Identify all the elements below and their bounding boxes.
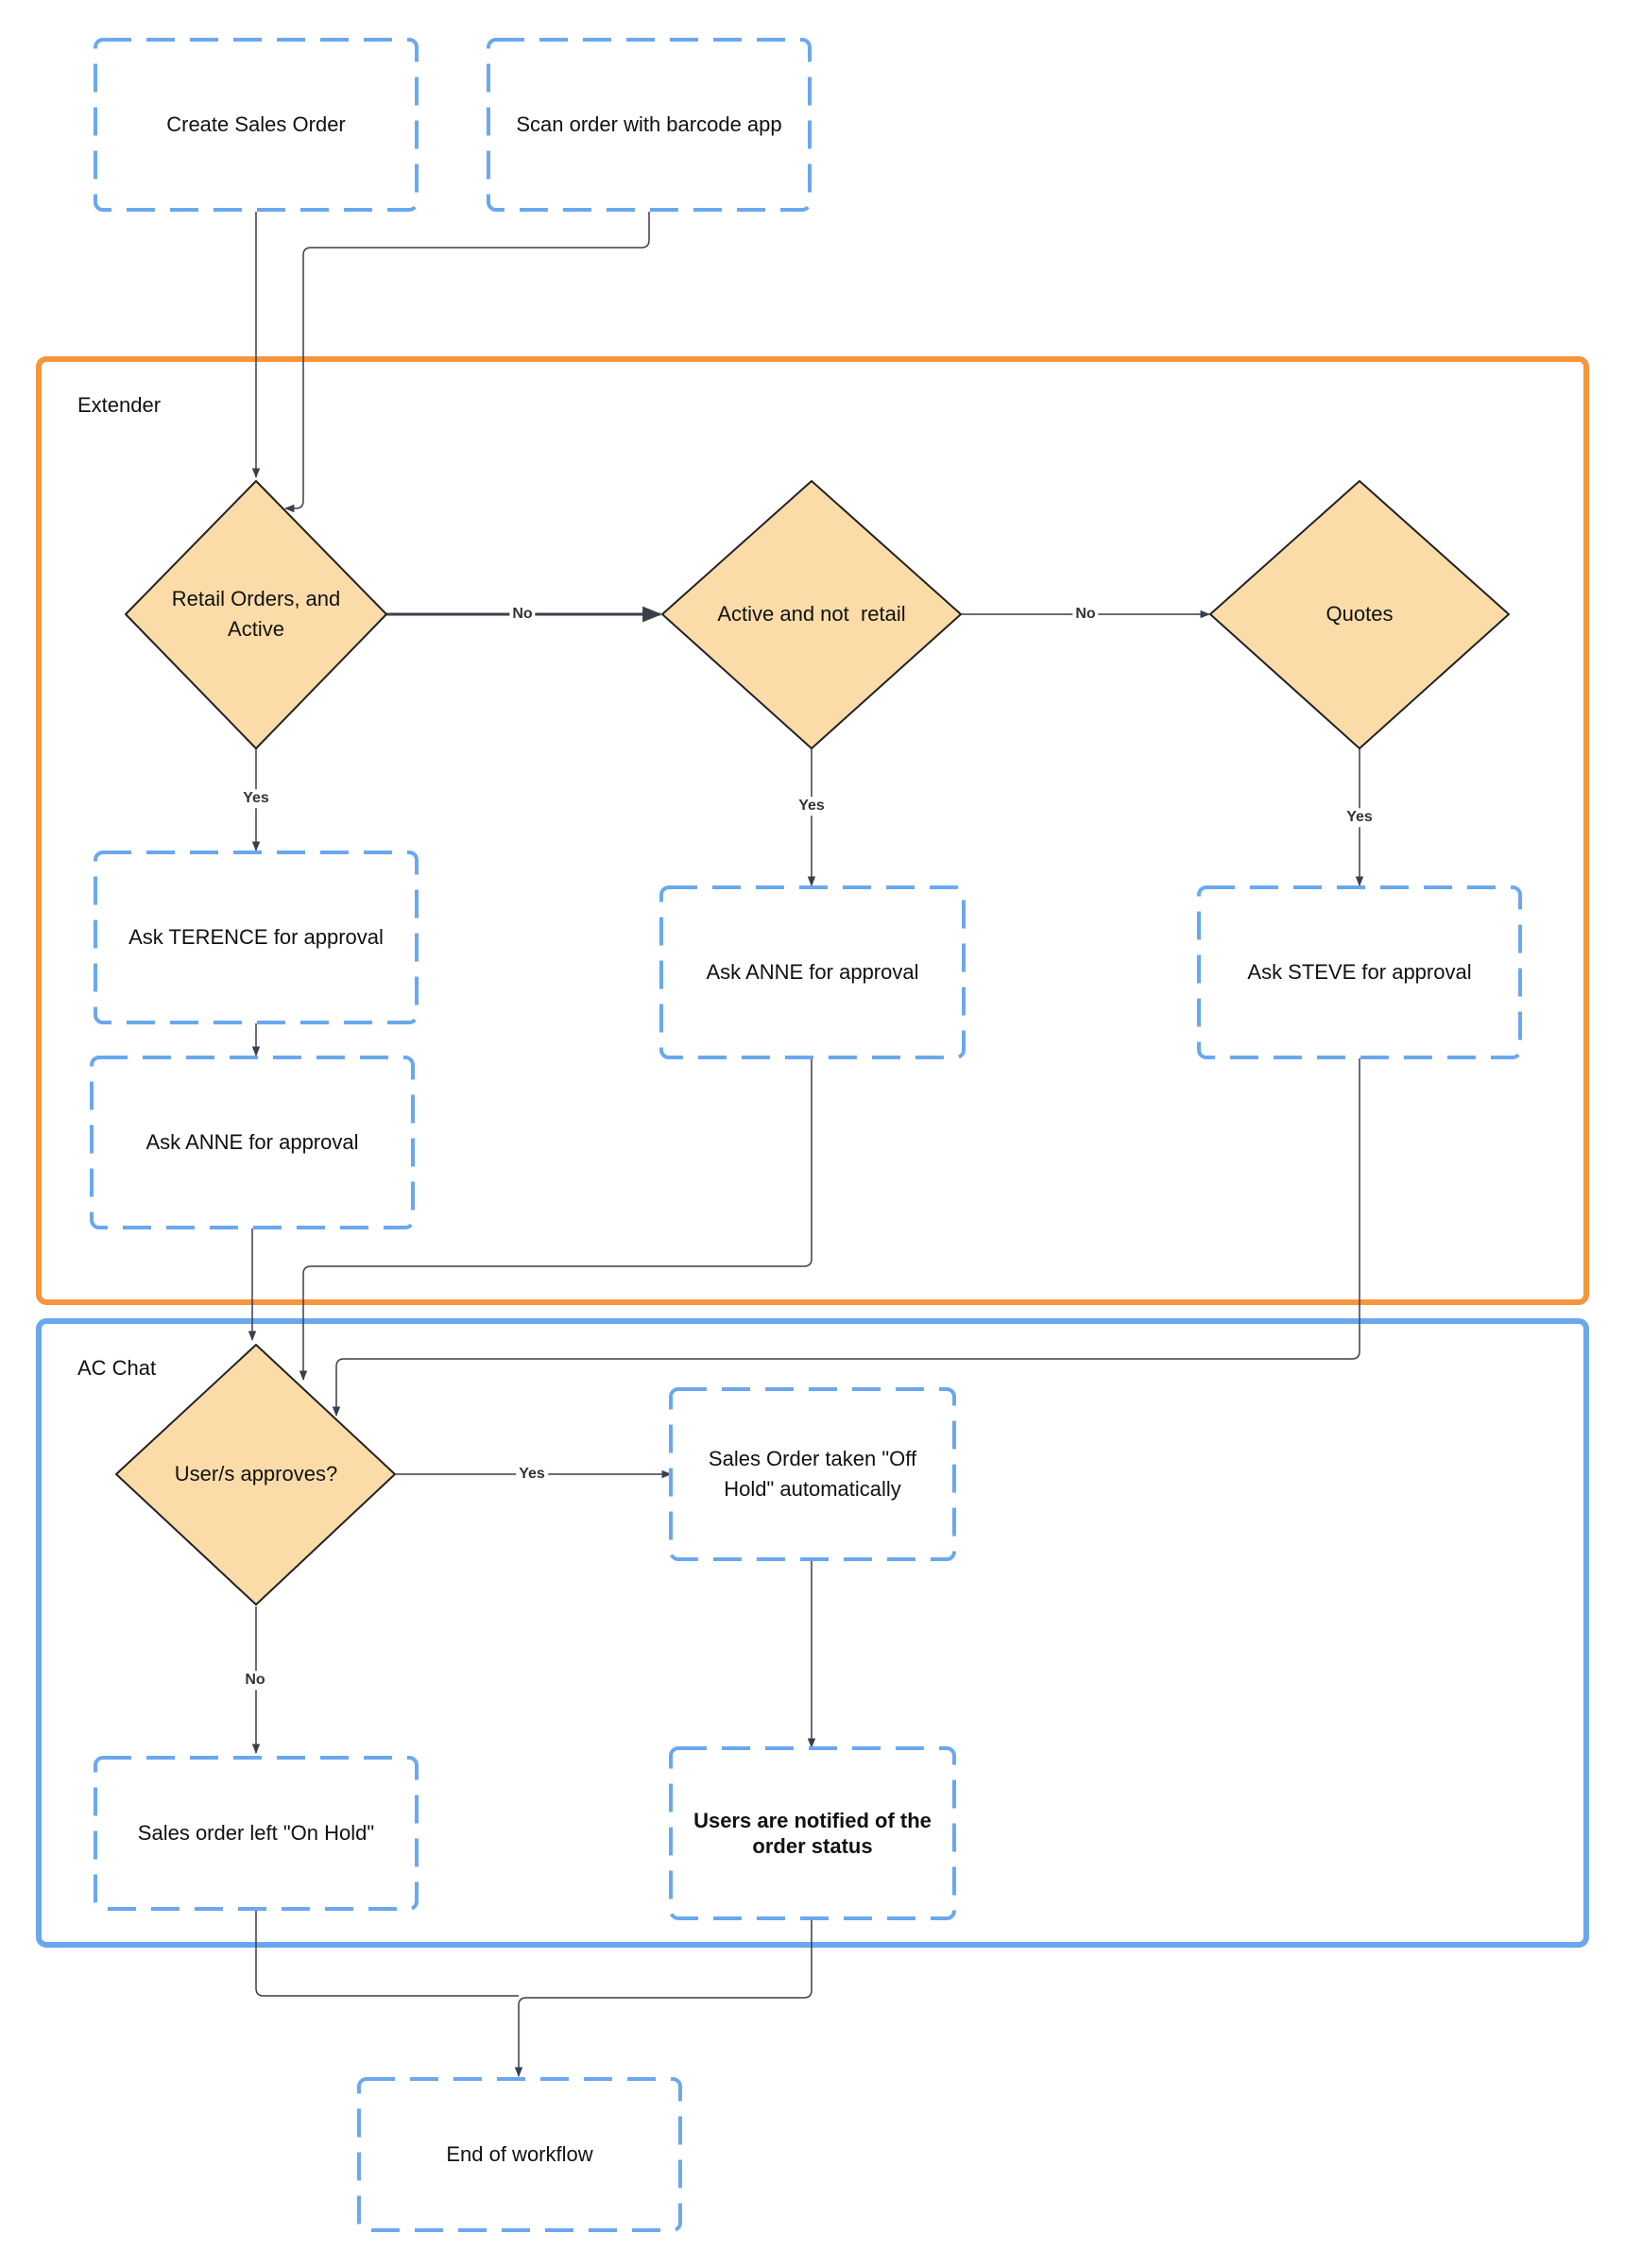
users-approve-diamond (115, 1344, 396, 1606)
edge-label-retail-no: No (509, 605, 536, 624)
on-hold-box (94, 1756, 419, 1911)
active-not-retail-diamond (661, 480, 962, 749)
edge-label-approve-yes: Yes (516, 1465, 548, 1484)
users-approve-label: User/s approves? (174, 1462, 338, 1486)
scan-order-box (487, 38, 812, 212)
off-hold-box (669, 1387, 956, 1561)
ask-anne-mid-label: Ask ANNE for approval (706, 960, 919, 985)
retail-orders-label: Retail Orders, and Active (171, 587, 341, 641)
extender-container (36, 356, 1589, 1305)
ask-terence-label: Ask TERENCE for approval (128, 925, 384, 950)
edge-anne-mid-to-approve (299, 1058, 812, 1382)
ac-chat-container (36, 1318, 1589, 1948)
extender-label: Extender (77, 393, 162, 417)
edge-label-quotes-yes: Yes (1343, 808, 1376, 827)
active-not-retail-label: Active and not retail (717, 602, 906, 627)
quotes-label: Quotes (1326, 602, 1394, 627)
edge-label-approve-no: No (242, 1671, 268, 1690)
ask-anne-mid-box (659, 885, 966, 1059)
edge-scan-to-retail (283, 212, 650, 513)
ask-steve-box (1197, 885, 1522, 1059)
ac-chat-label: AC Chat (77, 1356, 157, 1380)
ask-anne-left-box (90, 1056, 415, 1229)
edge-steve-to-approve (332, 1058, 1360, 1418)
create-sales-order-box (94, 38, 419, 212)
on-hold-label: Sales order left "On Hold" (137, 1821, 375, 1846)
create-sales-order-label: Create Sales Order (166, 112, 346, 137)
retail-orders-diamond (125, 480, 387, 749)
edge-label-active-no: No (1072, 605, 1099, 624)
users-notified-box (669, 1746, 956, 1920)
users-notified-label: Users are notified of the order status (693, 1808, 932, 1859)
ask-anne-left-label: Ask ANNE for approval (145, 1130, 359, 1155)
edge-label-active-yes: Yes (795, 797, 828, 816)
quotes-diamond (1209, 480, 1510, 749)
ask-steve-label: Ask STEVE for approval (1247, 960, 1472, 985)
edge-notified-to-end (514, 1918, 812, 2078)
end-label: End of workflow (446, 2142, 593, 2167)
edge-onhold-to-end (255, 1909, 519, 1997)
end-box (357, 2077, 682, 2232)
edge-label-retail-yes: Yes (240, 789, 272, 808)
off-hold-label: Sales Order taken "Off Hold" automatical… (708, 1447, 917, 1501)
ask-terence-box (94, 850, 419, 1024)
scan-order-label: Scan order with barcode app (516, 112, 782, 137)
